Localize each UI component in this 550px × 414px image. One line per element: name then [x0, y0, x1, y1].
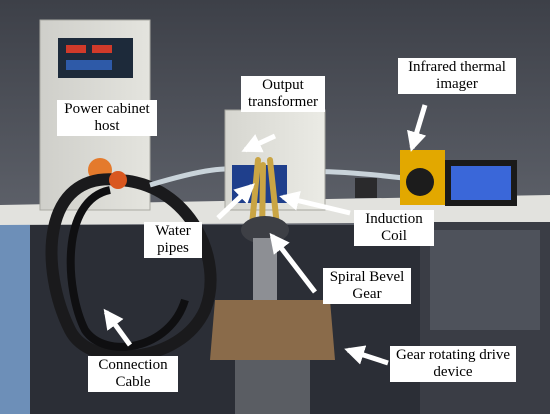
- side-panel: [0, 210, 30, 414]
- camera-lens: [406, 168, 434, 196]
- label-spiral-bevel-gear: Spiral Bevel Gear: [323, 268, 411, 304]
- display-led: [92, 45, 112, 53]
- label-induction-coil: Induction Coil: [354, 210, 434, 246]
- control-box: [355, 178, 377, 198]
- drawer: [430, 230, 540, 330]
- label-output-transformer: Output transformer: [241, 76, 325, 112]
- label-water-pipes: Water pipes: [144, 222, 202, 258]
- display-led: [66, 45, 86, 53]
- drive-plate: [210, 300, 335, 360]
- label-connection-cable: Connection Cable: [88, 356, 178, 392]
- label-infrared-imager: Infrared thermal imager: [398, 58, 516, 94]
- cabinet-panel: [58, 38, 133, 78]
- thermal-screen: [451, 166, 511, 200]
- control-screen: [66, 60, 112, 70]
- drive-base: [235, 360, 310, 414]
- annotation-arrows: [103, 104, 428, 366]
- cable-connector: [109, 171, 127, 189]
- label-power-cabinet: Power cabinet host: [57, 100, 157, 136]
- label-gear-drive: Gear rotating drive device: [390, 346, 516, 382]
- connection-cable-inner: [66, 186, 189, 351]
